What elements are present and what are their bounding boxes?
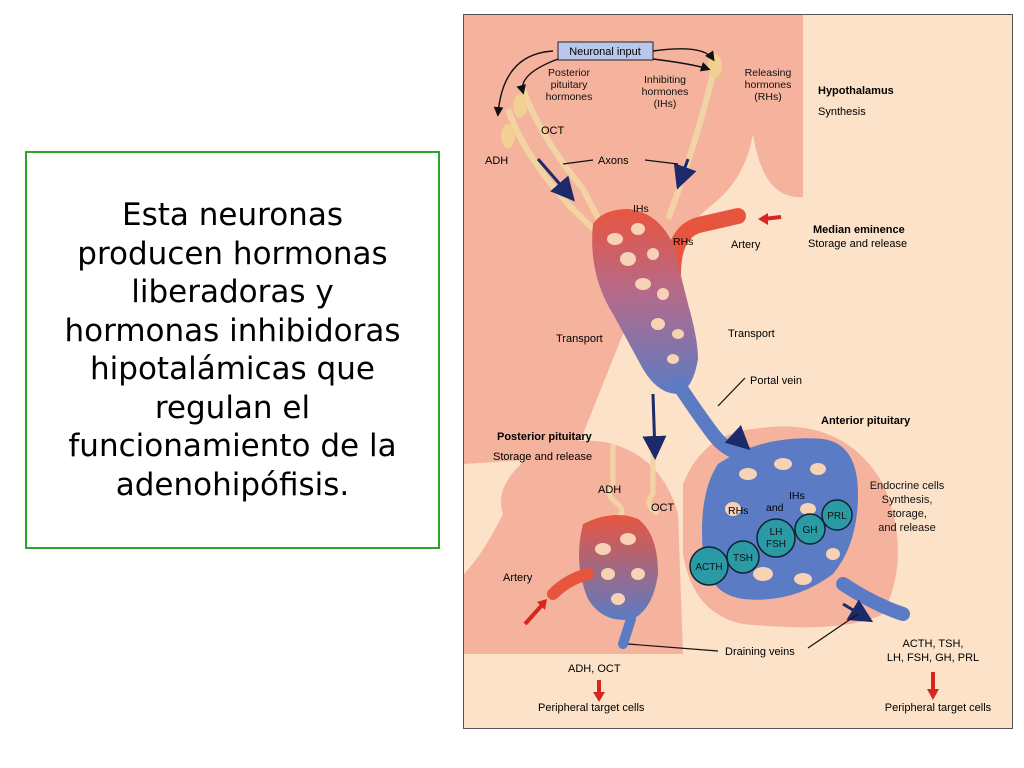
anterior-pituitary-label: Anterior pituitary [821, 415, 911, 427]
ih-1: Inhibiting [644, 74, 686, 86]
cell-gh [794, 513, 826, 545]
endocrine-2: Synthesis, [882, 494, 933, 506]
median-eminence-sub: Storage and release [808, 238, 907, 250]
red-arrows [523, 213, 939, 702]
cell-lh-fsh [756, 518, 796, 558]
artery-bottom [547, 568, 594, 600]
artery-top-label: Artery [731, 239, 761, 251]
endocrine-4: and release [878, 522, 936, 534]
axon-oct [518, 83, 604, 226]
rh-3: (RHs) [754, 91, 781, 103]
cell-label-lh: LH [770, 527, 783, 538]
neuronal-input-label: Neuronal input [569, 46, 641, 58]
pph-3: hormones [546, 91, 593, 103]
axon-ih [665, 73, 716, 221]
primary-capillary-plexus [592, 209, 698, 394]
adh-mid: ADH [598, 484, 621, 496]
axons-label: Axons [598, 155, 629, 167]
and-mid: and [766, 502, 784, 514]
cell-label-fsh: FSH [766, 539, 786, 550]
hypothalamus-sub: Synthesis [818, 106, 866, 118]
rhs-mid: RHs [728, 505, 748, 517]
oct-top: OCT [541, 125, 565, 137]
output-hormones-2: LH, FSH, GH, PRL [887, 652, 979, 664]
draining-vein-left [618, 614, 636, 649]
posterior-pituitary-title: Posterior pituitary [497, 431, 593, 443]
plexus-holes [595, 223, 845, 605]
endocrine-1: Endocrine cells [870, 480, 945, 492]
transport-right: Transport [728, 328, 775, 340]
pituitary-diagram: ACTH TSH LH FSH GH PRL Neuronal input Po… [463, 14, 1013, 729]
cell-label-acth: ACTH [695, 562, 722, 573]
output-hormones-1: ACTH, TSH, [903, 638, 964, 650]
ih-3: (IHs) [654, 98, 677, 110]
oct-mid: OCT [651, 502, 675, 514]
rhs-top: RHs [673, 236, 693, 248]
cell-label-tsh: TSH [733, 553, 753, 564]
posterior-capillary-plexus [579, 515, 658, 620]
flow-arrows [536, 158, 874, 623]
peripheral-right: Peripheral target cells [885, 702, 992, 714]
cell-tsh [726, 540, 760, 574]
transport-left: Transport [556, 333, 603, 345]
median-eminence-title: Median eminence [813, 224, 905, 236]
posterior-pituitary-sub: Storage and release [493, 451, 592, 463]
pph-1: Posterior [548, 67, 591, 79]
artery-bottom-label: Artery [503, 572, 533, 584]
neuron-rh [708, 54, 722, 78]
adh-top: ADH [485, 155, 508, 167]
caption-text: Esta neuronas producen hormonas liberado… [64, 197, 401, 503]
endocrine-3: storage, [887, 508, 927, 520]
draining-veins-label: Draining veins [725, 646, 795, 658]
pph-2: pituitary [551, 79, 589, 91]
rh-2: hormones [745, 79, 792, 91]
cell-acth [689, 546, 729, 586]
neuron-adh [501, 124, 515, 148]
cell-label-prl: PRL [827, 511, 847, 522]
hypothalamus-title: Hypothalamus [818, 85, 894, 97]
rh-1: Releasing [745, 67, 792, 79]
cell-prl [821, 499, 853, 531]
leader-lines [562, 159, 859, 652]
peripheral-left: Peripheral target cells [538, 702, 645, 714]
caption-box: Esta neuronas producen hormonas liberado… [25, 151, 440, 549]
portal-vein [671, 377, 755, 461]
axon-posterior-2 [646, 444, 660, 517]
adh-oct-label: ADH, OCT [568, 663, 621, 675]
neuronal-input-box [557, 41, 654, 61]
ihs-top: IHs [633, 203, 649, 215]
neuron-oct [513, 94, 527, 118]
ih-2: hormones [642, 86, 689, 98]
diagram-svg: ACTH TSH LH FSH GH PRL Neuronal input Po… [463, 14, 1013, 729]
cycle-arrows [493, 48, 715, 117]
endocrine-cells [689, 499, 853, 586]
ihs-mid: IHs [789, 490, 805, 502]
portal-vein-label: Portal vein [750, 375, 802, 387]
cell-label-gh: GH [803, 525, 818, 536]
